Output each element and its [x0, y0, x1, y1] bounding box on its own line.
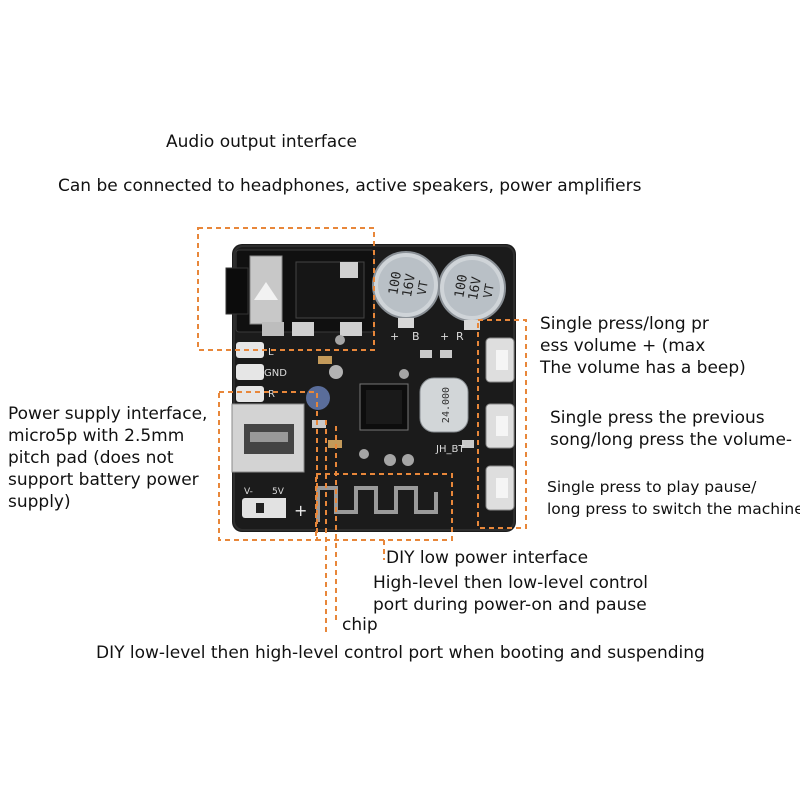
cap-left-value: 100 — [386, 270, 405, 296]
cap-pin-4: R — [456, 330, 464, 343]
audio-output-title: Audio output interface — [166, 132, 358, 152]
micro-usb-port — [231, 403, 305, 473]
pad-label-r: R — [268, 389, 275, 400]
crystal-oscillator: 24.000 — [419, 377, 469, 433]
cap-left-voltage: 16V — [400, 273, 419, 299]
callout-audio-box — [197, 227, 375, 351]
play-line-2: long press to switch the machine — [547, 500, 800, 518]
cap-right-value: 100 — [452, 273, 471, 299]
button-prev — [485, 403, 515, 449]
callout-buttons-box — [477, 319, 527, 529]
diy-low-power-label: DIY low power interface — [386, 548, 589, 568]
play-pause-label: Single press to play pause/ long press t… — [547, 476, 800, 520]
button-play — [485, 465, 515, 511]
power-supply-label: Power supply interface, micro5p with 2.5… — [8, 403, 218, 513]
diy-low-high-label: DIY low-level then high-level control po… — [96, 643, 705, 663]
callout-power-box — [218, 391, 318, 541]
vol-up-line-1: Single press/long pr — [540, 314, 709, 334]
output-pads: L GND R — [236, 342, 287, 402]
audio-jack — [225, 249, 375, 336]
power-line-5: supply) — [8, 492, 71, 512]
chip-model-label: JH_BT — [435, 444, 465, 455]
main-chip — [359, 383, 409, 431]
power-line-2: micro5p with 2.5mm — [8, 426, 185, 446]
prev-line-1: Single press the previous — [550, 408, 765, 428]
power-pad-plus: + — [294, 501, 307, 520]
audio-output-description: Can be connected to headphones, active s… — [58, 176, 642, 196]
capacitor-left: 100 16V VT — [372, 251, 440, 328]
volume-up-label: Single press/long pr ess volume + (max T… — [540, 313, 746, 379]
previous-song-label: Single press the previous song/long pres… — [550, 407, 792, 451]
power-pad-5v: 5V — [272, 487, 285, 497]
high-low-line-2: port during power-on and pause — [373, 595, 647, 615]
power-pad-vminus: V- — [244, 487, 253, 497]
crystal-label: 24.000 — [441, 387, 452, 423]
callout-boxes — [197, 227, 527, 636]
power-line-3: pitch pad (does not — [8, 448, 174, 468]
pad-label-gnd: GND — [264, 368, 287, 379]
cap-pin-2: B — [412, 330, 420, 343]
power-line-1: Power supply interface, — [8, 404, 208, 424]
vol-up-line-3: The volume has a beep) — [540, 358, 746, 378]
cap-right-series: VT — [481, 283, 497, 300]
button-vol-up — [485, 337, 515, 383]
power-line-4: support battery power — [8, 470, 199, 490]
play-line-1: Single press to play pause/ — [547, 478, 757, 496]
cap-left-series: VT — [415, 280, 431, 297]
high-low-line-1: High-level then low-level control — [373, 573, 649, 593]
capacitor-right: 100 16V VT — [438, 254, 506, 330]
cap-pin-1: + — [390, 330, 399, 343]
prev-line-2: song/long press the volume- — [550, 430, 793, 450]
high-low-control-label: High-level then low-level control port d… — [373, 572, 648, 616]
cap-pin-3: + — [440, 330, 449, 343]
cap-right-voltage: 16V — [466, 276, 485, 302]
chip-label: chip — [342, 615, 378, 635]
vol-up-line-2: ess volume + (max — [540, 336, 706, 356]
pad-label-l: L — [268, 347, 274, 358]
